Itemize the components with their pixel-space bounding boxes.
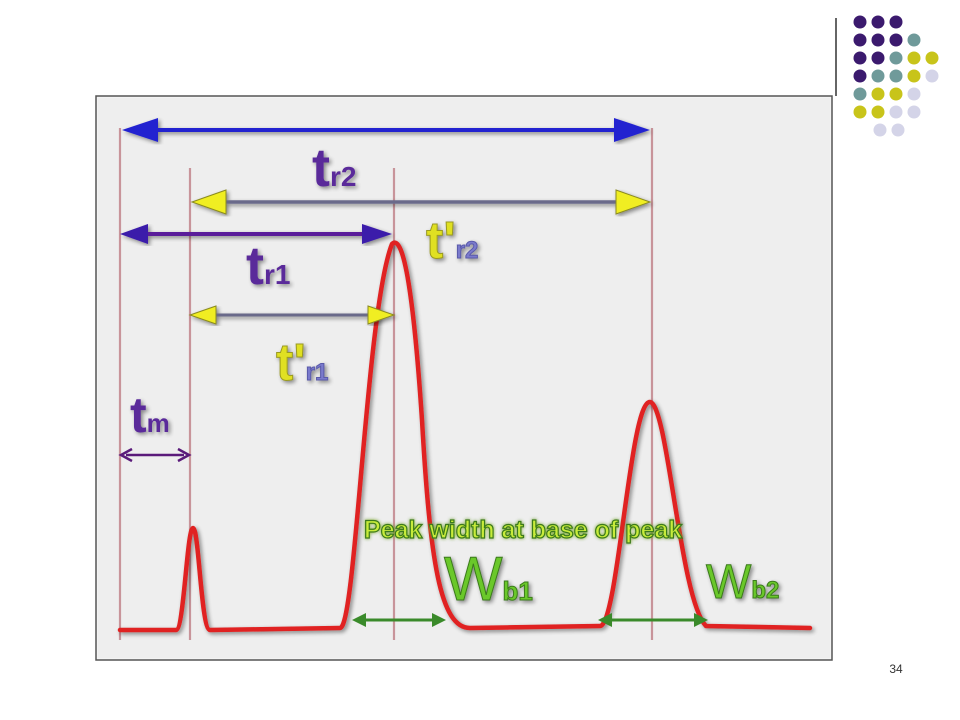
decorative-dot (907, 33, 921, 47)
decorative-dot (925, 51, 939, 65)
decorative-dot (889, 15, 903, 29)
decorative-dot (907, 51, 921, 65)
decorative-dot (853, 33, 867, 47)
label-wb2: Wb2 (706, 556, 779, 609)
label-tr2-sub: r2 (330, 161, 356, 192)
label-wb1-sub: b1 (503, 576, 533, 606)
wb1-arrow (352, 613, 446, 627)
label-wb1: Wb1 (444, 545, 533, 614)
label-tpr2-main: t' (426, 212, 456, 270)
label-tpr1: t'r1 (276, 334, 328, 392)
label-wb2-main: W (706, 556, 752, 609)
label-tpr2-sub: r2 (456, 237, 479, 264)
label-tm: tm (130, 387, 170, 443)
diagram-inner-bg (98, 98, 830, 658)
decorative-dot (871, 105, 885, 119)
decorative-dot (891, 123, 905, 137)
wb2-arrow (598, 613, 708, 627)
chromatogram-diagram: tr2 t'r2 tr1 t'r1 tm Peak width at base … (95, 95, 833, 661)
label-wb1-main: W (444, 545, 503, 614)
decorative-dot (873, 123, 887, 137)
decorative-dot (853, 69, 867, 83)
label-tpr1-main: t' (276, 334, 306, 392)
tpr1-arrow (188, 305, 396, 325)
decorative-dot (871, 33, 885, 47)
tpr2-arrow (190, 189, 652, 215)
label-wb2-sub: b2 (751, 577, 779, 604)
decorative-dot (889, 51, 903, 65)
decorative-dot (907, 69, 921, 83)
label-tpr1-sub: r1 (306, 359, 329, 386)
decorative-dot (925, 69, 939, 83)
chromatogram-trace (117, 240, 813, 633)
decorative-dot (853, 87, 867, 101)
decorative-dot (871, 87, 885, 101)
peak-width-caption: Peak width at base of peak (364, 516, 682, 544)
slide-number: 34 (889, 662, 903, 676)
label-tr2-main: t (312, 138, 330, 198)
decorative-dot (889, 69, 903, 83)
decorative-dot (889, 87, 903, 101)
decorative-dot (871, 51, 885, 65)
guide-lines (118, 128, 654, 640)
decorative-dot (907, 105, 921, 119)
label-tm-main: t (130, 387, 147, 443)
decorative-dot-grid (853, 15, 939, 137)
tm-arrow (118, 447, 192, 463)
decorative-dot (907, 87, 921, 101)
decorative-dot (889, 105, 903, 119)
decorative-dot (871, 69, 885, 83)
label-tm-sub: m (147, 408, 170, 438)
tr1-arrow (120, 224, 392, 244)
label-tr2: tr2 (312, 138, 356, 198)
decorative-dot (889, 33, 903, 47)
label-tr1-main: t (246, 236, 264, 296)
decorative-dot (853, 51, 867, 65)
decorative-dot (853, 15, 867, 29)
decorative-dot (853, 105, 867, 119)
decorative-dot (871, 15, 885, 29)
label-tr1-sub: r1 (264, 259, 290, 290)
tr2-arrow (122, 118, 650, 142)
label-tpr2: t'r2 (426, 212, 478, 270)
label-tr1: tr1 (246, 236, 290, 296)
